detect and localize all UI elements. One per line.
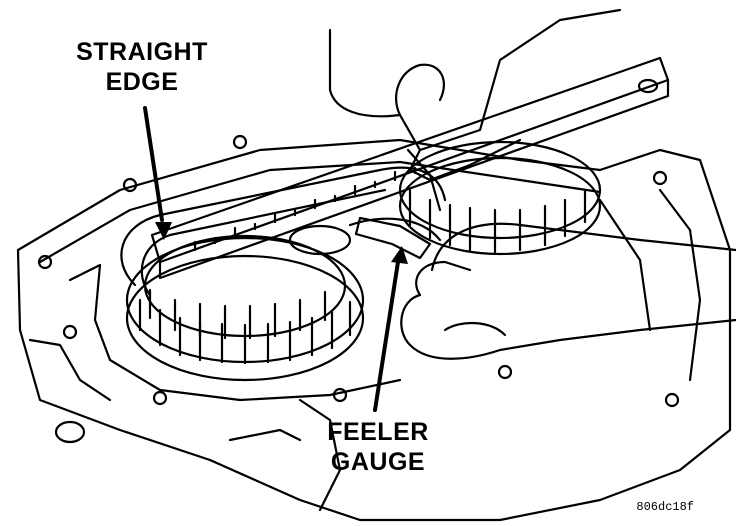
feeler-gauge-label-line1: FEELER [327,418,429,446]
hands [328,8,736,360]
straight-edge-label-line1: STRAIGHT [76,38,208,66]
straight-edge-ruler [150,56,670,280]
housing [16,138,732,522]
driven-sprocket [398,140,602,256]
leader-arrows [143,106,400,412]
arrow-heads [155,222,408,264]
straight-edge-label-line2: EDGE [105,68,179,96]
drive-sprocket [125,224,365,382]
bolt-holes [37,134,680,444]
feeler-gauge-label-line2: GAUGE [330,448,426,476]
figure-code: 806dc18f [636,500,694,514]
